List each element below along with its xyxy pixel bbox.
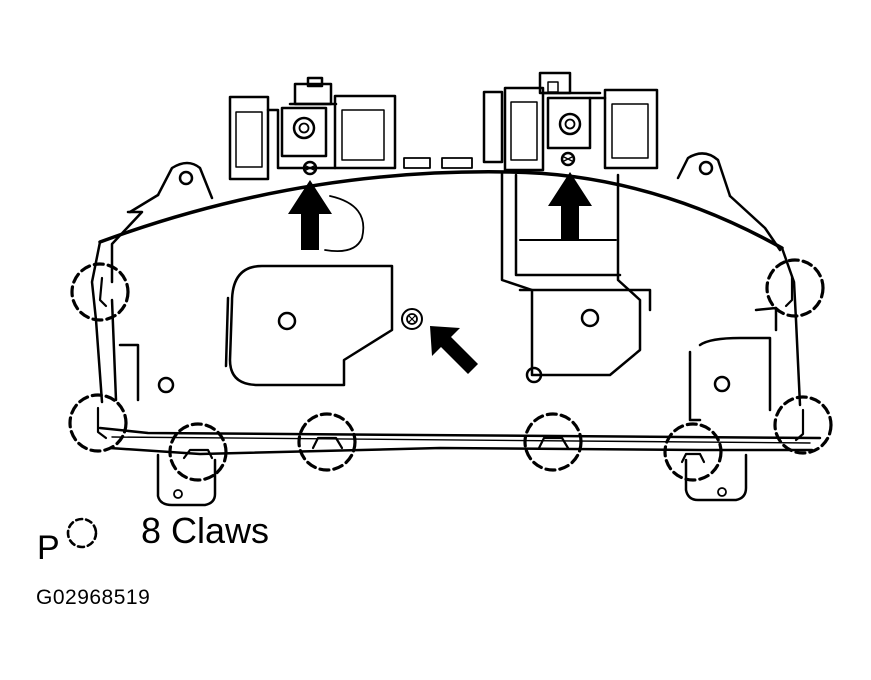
figure-id: G02968519 — [36, 586, 151, 609]
left-gauge-recess — [118, 264, 394, 402]
up-arrow-icon — [288, 180, 332, 250]
claw-marker-8 — [773, 395, 833, 455]
claw-marker-7 — [765, 258, 825, 318]
screw-icon — [302, 160, 318, 176]
right-side-recess — [688, 306, 778, 422]
screw-icon — [401, 308, 423, 330]
meter-body — [90, 170, 822, 507]
claw-marker-6 — [663, 422, 723, 482]
claw-marker-1 — [70, 262, 130, 322]
left-connector-housing — [228, 76, 397, 181]
claw-hooks — [96, 274, 805, 464]
claw-marker-2 — [68, 393, 128, 453]
claw-marker-4 — [297, 412, 357, 472]
dashed-circle-icon — [66, 517, 98, 549]
right-connector-housing — [482, 71, 659, 172]
claw-marker-3 — [168, 422, 228, 482]
claw-marker-5 — [523, 412, 583, 472]
diagonal-arrow-icon — [430, 326, 478, 374]
right-mounting-ear — [676, 152, 732, 198]
screw-icon — [560, 151, 576, 167]
legend-symbol-letter: P — [37, 529, 60, 567]
top-tabs — [403, 157, 473, 169]
dial-arc — [324, 195, 365, 253]
right-display-panel — [500, 170, 652, 384]
left-mounting-ear — [156, 161, 214, 200]
legend-text: 8 Claws — [141, 510, 270, 551]
up-arrow-icon — [548, 172, 592, 240]
